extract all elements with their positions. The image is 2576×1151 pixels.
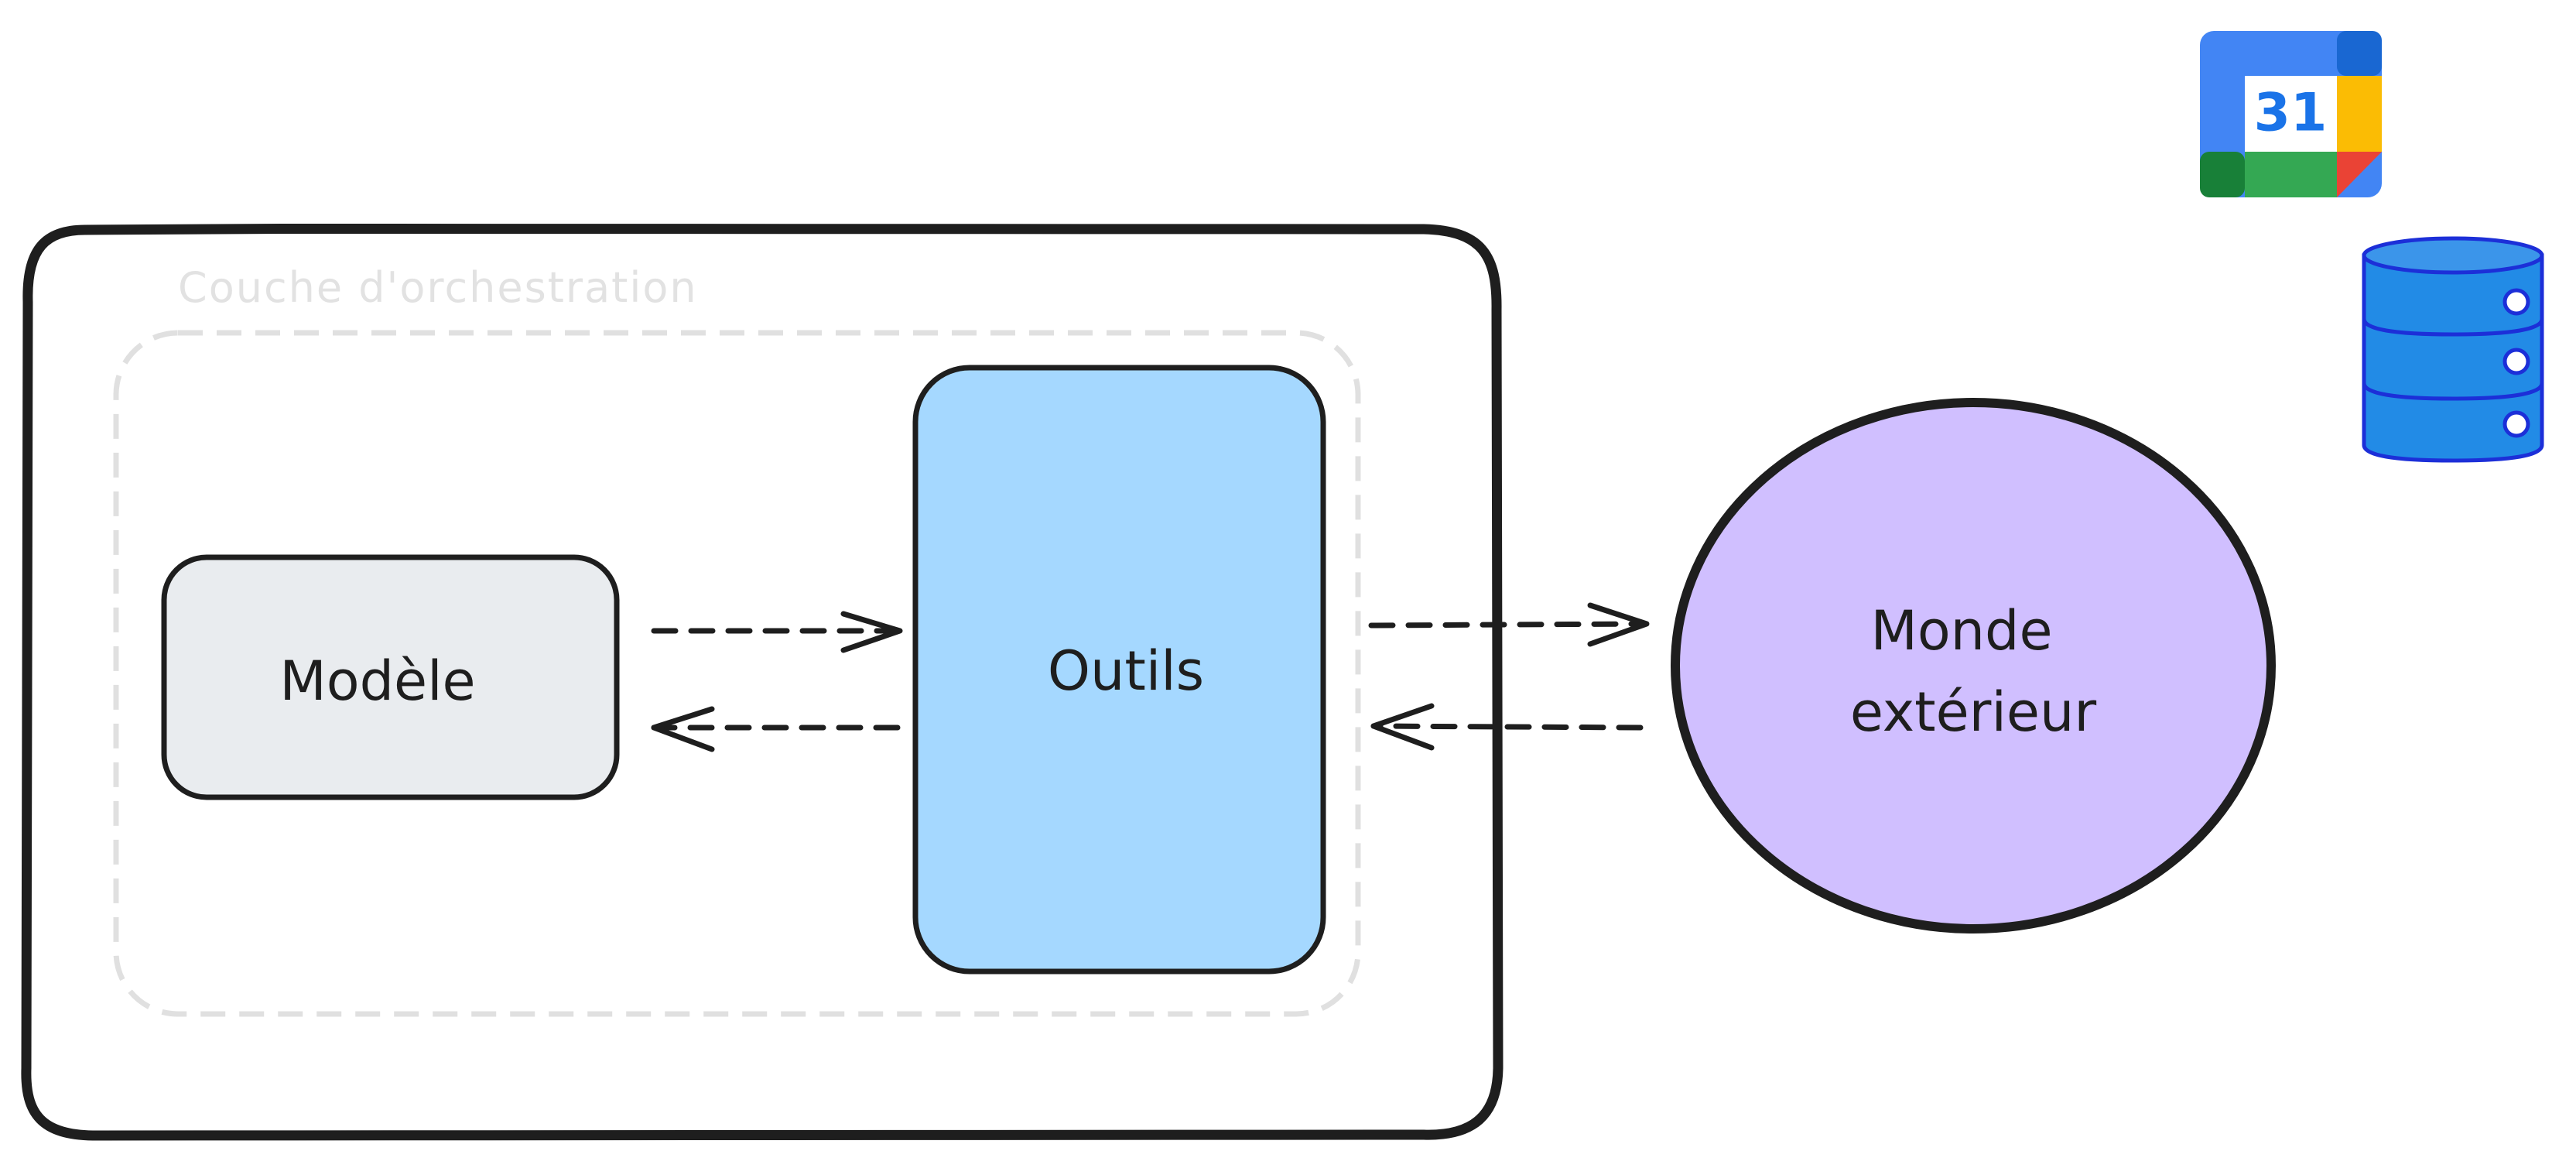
orchestration-layer-title: Couche d'orchestration [178,263,698,312]
outside-world-circle [1671,398,2276,933]
tools-box [912,365,1326,975]
arrow-world-to-tools [1370,703,1644,751]
tools-label: Outils [1048,639,1204,703]
google-calendar-icon: 31 [2200,31,2382,197]
model-label: Modèle [279,649,475,713]
arrow-tools-to-model [651,706,901,752]
arrow-model-to-tools [651,611,903,653]
outside-world-label-line2: extérieur [1850,680,2096,744]
database-icon [2362,236,2544,463]
calendar-day-number: 31 [2254,83,2328,144]
arrow-tools-to-world [1368,602,1650,647]
outside-world-label-line1: Monde [1870,599,2052,663]
orchestration-layer-border [113,330,1361,1017]
model-box [161,554,620,800]
